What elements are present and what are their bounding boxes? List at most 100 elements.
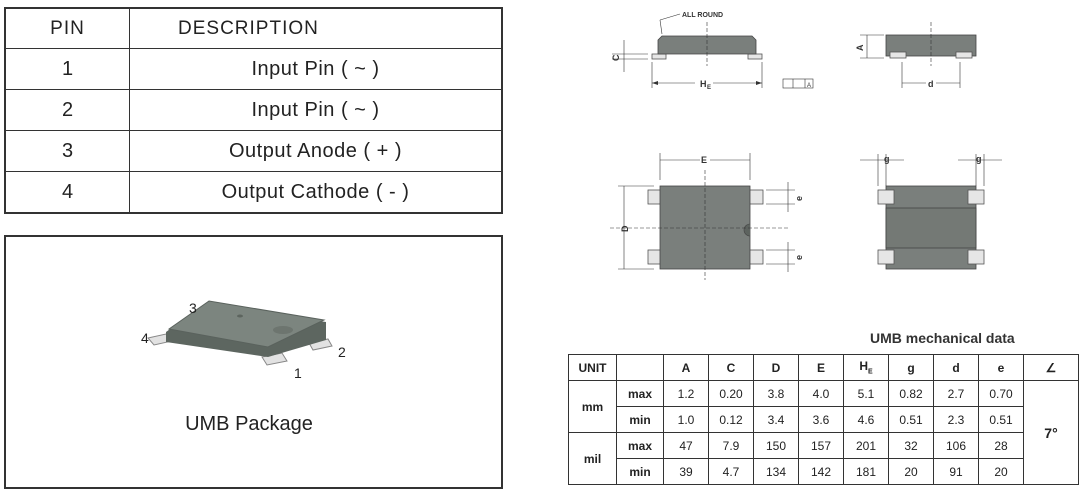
value-cell: 4.6 bbox=[843, 406, 889, 433]
table-row: 3 Output Anode ( + ) bbox=[6, 131, 501, 172]
he-dimension-label: H bbox=[700, 79, 707, 89]
table-row: mm max 1.2 0.20 3.8 4.0 5.1 0.82 2.7 0.7… bbox=[568, 380, 1079, 485]
kind-cell: min bbox=[616, 458, 664, 485]
kind-cell: max bbox=[616, 380, 664, 407]
col-header: E bbox=[798, 354, 844, 381]
package-3d-illustration bbox=[147, 300, 333, 366]
pin-label-1: 1 bbox=[294, 365, 302, 381]
pin-column-header: PIN bbox=[6, 9, 130, 48]
package-notch bbox=[273, 326, 293, 334]
e-dimension-label: E bbox=[701, 155, 707, 165]
value-cell: 0.51 bbox=[978, 406, 1024, 433]
value-cell: 0.51 bbox=[888, 406, 934, 433]
kind-cell: max bbox=[616, 432, 664, 459]
a-dimension-label: A bbox=[855, 44, 865, 51]
angle-value: 7° bbox=[1023, 380, 1079, 485]
col-header: g bbox=[888, 354, 934, 381]
bottom-view-g: g g bbox=[860, 154, 1002, 270]
angle-header: ∠ bbox=[1023, 354, 1079, 381]
package-caption: UMB Package bbox=[185, 413, 313, 435]
unit-cell: mil bbox=[568, 432, 617, 485]
value-cell: 2.7 bbox=[933, 380, 979, 407]
value-cell: 5.1 bbox=[843, 380, 889, 407]
g-dimension-label-right: g bbox=[976, 154, 982, 164]
side-view-he: H E C ALL ROUND A bbox=[611, 12, 814, 91]
all-round-note: ALL ROUND bbox=[682, 12, 723, 19]
col-header: D bbox=[753, 354, 799, 381]
value-cell: 106 bbox=[933, 432, 979, 459]
package-top bbox=[167, 300, 326, 348]
kind-header-blank bbox=[616, 354, 664, 381]
pin-label-2: 2 bbox=[338, 344, 346, 360]
table-row: min 39 4.7 134 142 181 20 91 20 bbox=[569, 458, 1079, 485]
pin-number: 2 bbox=[6, 90, 130, 130]
value-cell: 39 bbox=[663, 458, 709, 485]
value-cell: 4.0 bbox=[798, 380, 844, 407]
table-row: 1 Input Pin ( ~ ) bbox=[6, 49, 501, 90]
value-cell: 0.20 bbox=[708, 380, 754, 407]
value-cell: 28 bbox=[978, 432, 1024, 459]
kind-cell: min bbox=[616, 406, 664, 433]
table-row: min 1.0 0.12 3.4 3.6 4.6 0.51 2.3 0.51 bbox=[569, 406, 1079, 433]
side-view-a-d: A d bbox=[855, 22, 977, 89]
c-dimension-label: C bbox=[611, 54, 621, 61]
unit-header: UNIT bbox=[568, 354, 617, 381]
top-view-e-d: E D e e bbox=[610, 153, 804, 280]
value-cell: 0.70 bbox=[978, 380, 1024, 407]
svg-text:A: A bbox=[807, 83, 811, 89]
value-cell: 0.12 bbox=[708, 406, 754, 433]
value-cell: 201 bbox=[843, 432, 889, 459]
package-illustration-box: 3 4 2 1 UMB Package bbox=[4, 235, 503, 489]
col-header: d bbox=[933, 354, 979, 381]
value-cell: 20 bbox=[888, 458, 934, 485]
pin-description: Output Cathode ( - ) bbox=[221, 180, 410, 203]
pin-description: Input Pin ( ~ ) bbox=[251, 98, 380, 121]
pin-number: 1 bbox=[6, 49, 130, 89]
value-cell: 3.8 bbox=[753, 380, 799, 407]
pin-description-table: PIN DESCRIPTION 1 Input Pin ( ~ ) 2 Inpu… bbox=[4, 7, 503, 214]
value-cell: 32 bbox=[888, 432, 934, 459]
svg-text:E: E bbox=[707, 85, 711, 91]
pin-label-4: 4 bbox=[141, 330, 149, 346]
value-cell: 0.82 bbox=[888, 380, 934, 407]
d-dimension-label: d bbox=[928, 79, 934, 89]
d-upper-dimension-label: D bbox=[620, 225, 630, 232]
e-small-dimension-label-2: e bbox=[794, 255, 804, 260]
value-cell: 47 bbox=[663, 432, 709, 459]
table-row: 2 Input Pin ( ~ ) bbox=[6, 90, 501, 131]
mechanical-drawings: H E C ALL ROUND A A d bbox=[610, 12, 1002, 280]
pin-description: Output Anode ( + ) bbox=[229, 139, 402, 162]
g-dimension-label-left: g bbox=[884, 154, 890, 164]
pin-description: Input Pin ( ~ ) bbox=[251, 57, 380, 80]
col-header: C bbox=[708, 354, 754, 381]
value-cell: 2.3 bbox=[933, 406, 979, 433]
col-header-he: HE bbox=[843, 354, 889, 381]
col-header: e bbox=[978, 354, 1024, 381]
value-cell: 142 bbox=[798, 458, 844, 485]
value-cell: 1.0 bbox=[663, 406, 709, 433]
value-cell: 4.7 bbox=[708, 458, 754, 485]
table-row: 4 Output Cathode ( - ) bbox=[6, 172, 501, 212]
value-cell: 134 bbox=[753, 458, 799, 485]
e-small-dimension-label: e bbox=[794, 196, 804, 201]
mech-header-row: UNIT A C D E HE g d e ∠ bbox=[568, 354, 1079, 381]
mech-data-table: UNIT A C D E HE g d e ∠ mm max 1.2 0.20 … bbox=[568, 354, 1079, 485]
value-cell: 3.4 bbox=[753, 406, 799, 433]
value-cell: 20 bbox=[978, 458, 1024, 485]
description-column-header: DESCRIPTION bbox=[178, 17, 319, 39]
pin-table-header: PIN DESCRIPTION bbox=[6, 9, 501, 49]
value-cell: 150 bbox=[753, 432, 799, 459]
value-cell: 91 bbox=[933, 458, 979, 485]
pin-label-3: 3 bbox=[189, 300, 197, 316]
value-cell: 3.6 bbox=[798, 406, 844, 433]
table-row: mil max 47 7.9 150 157 201 32 106 28 bbox=[568, 432, 1079, 485]
value-cell: 181 bbox=[843, 458, 889, 485]
pin-number: 4 bbox=[6, 172, 130, 212]
value-cell: 1.2 bbox=[663, 380, 709, 407]
unit-cell: mm bbox=[568, 380, 617, 433]
value-cell: 157 bbox=[798, 432, 844, 459]
mech-table-title: UMB mechanical data bbox=[870, 330, 1015, 346]
value-cell: 7.9 bbox=[708, 432, 754, 459]
pin-number: 3 bbox=[6, 131, 130, 171]
col-header: A bbox=[663, 354, 709, 381]
